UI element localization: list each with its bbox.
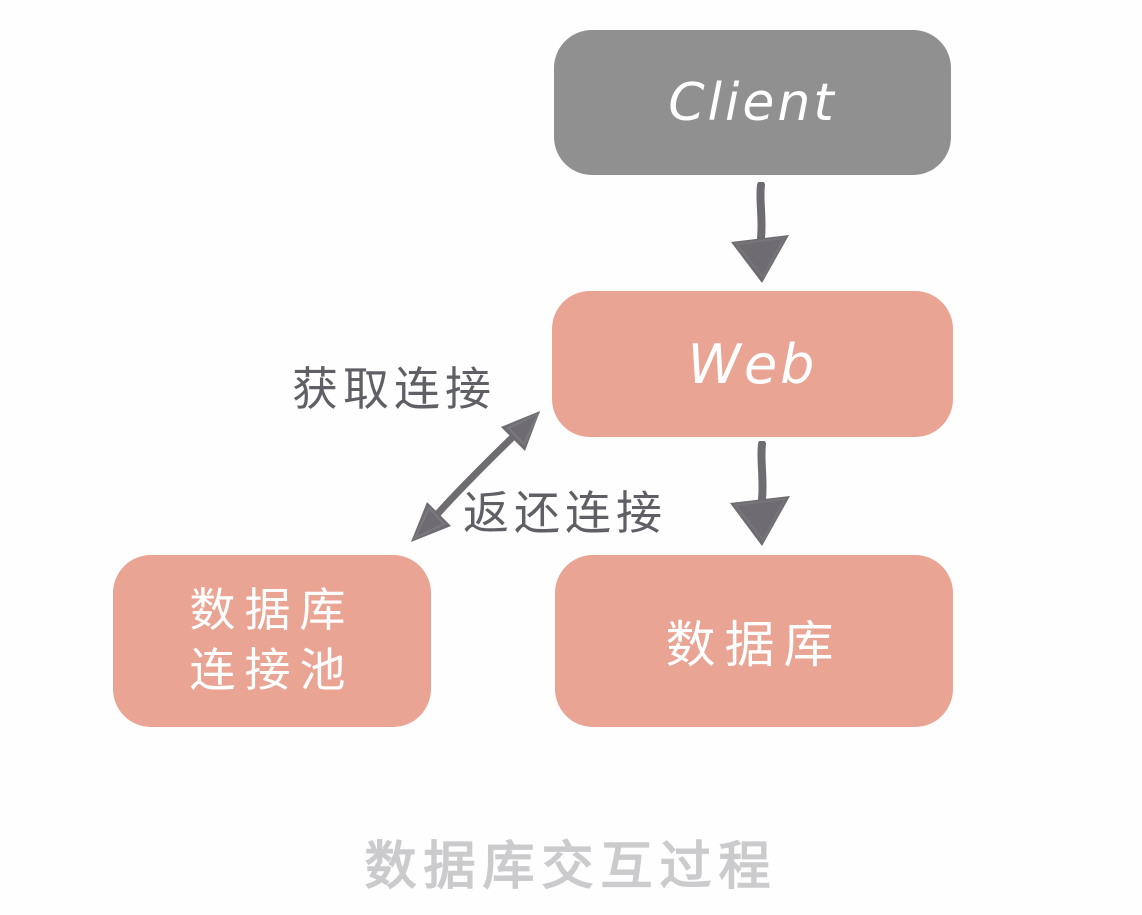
node-client: Client	[554, 30, 951, 175]
edge-label-get-connection: 获取连接	[292, 362, 496, 416]
arrow-down-client-web-icon	[731, 182, 789, 283]
arrow-down-web-database-icon	[730, 441, 790, 546]
node-web: Web	[552, 291, 953, 437]
node-database-pool-label-line1: 数据库	[189, 583, 355, 638]
node-database-pool-label-line2: 连接池	[189, 643, 355, 697]
diagram-title: 数据库交互过程	[364, 837, 778, 897]
node-client-label: Client	[668, 72, 837, 133]
node-database-pool: 数据库 连接池	[113, 555, 431, 727]
arrow-bidirectional-web-pool-icon	[411, 411, 541, 542]
edge-label-return-connection: 返还连接	[463, 486, 667, 540]
node-web-label: Web	[687, 332, 818, 396]
node-database: 数据库	[555, 555, 953, 727]
node-database-label: 数据库	[665, 616, 843, 674]
